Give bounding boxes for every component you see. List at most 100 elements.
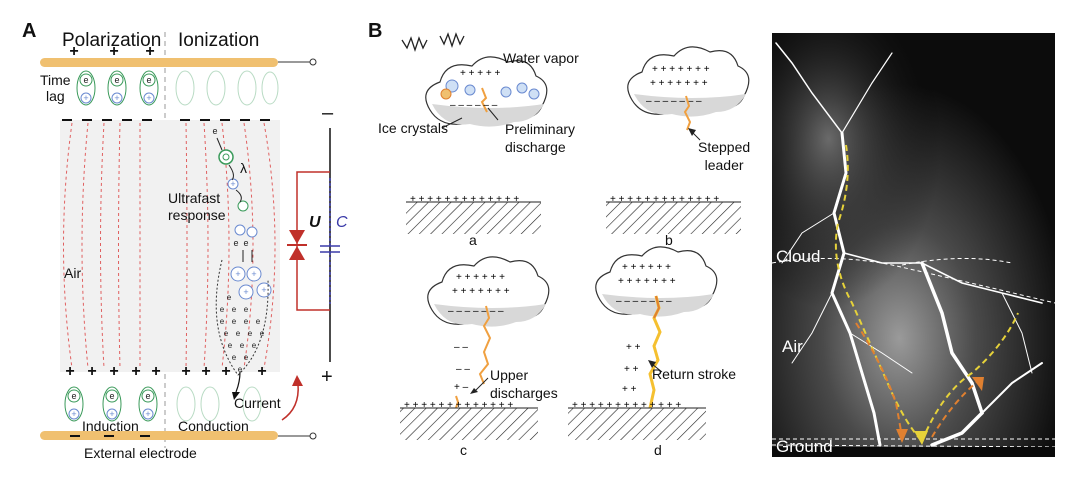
svg-text:+: + [145,43,154,60]
yellow-path [834,144,921,440]
svg-text:+: + [87,363,96,380]
svg-text:+: + [65,363,74,380]
svg-text:+ + + + + + +: + + + + + + + [452,286,510,297]
external-electrode-label: External electrode [84,445,197,461]
svg-text:– – – – – – –: – – – – – – – [448,306,504,317]
avalanche-outline [215,259,269,376]
u-label: U [309,214,321,231]
svg-text:+ + + + + + +: + + + + + + + [650,78,708,89]
bottom-polarized-molecules: e + e + e + [64,386,158,422]
svg-text:+ + + + + + + + + + + + +: + + + + + + + + + + + + + [410,194,519,205]
svg-text:+ + + + + + + + + + + + +: + + + + + + + + + + + + + [572,400,681,411]
svg-text:+ +: + + [626,342,641,353]
cloud-c: + + + + + + + + + + + + + – – – – – – – … [427,256,550,409]
bottom-terminal [309,432,317,440]
svg-text:e: e [228,341,233,350]
svg-text:+ –: + – [454,382,469,393]
orange-path [855,322,903,438]
preliminary-discharge-label: Preliminary discharge [505,121,576,155]
bottom-faded-molecules [176,386,262,422]
subpanel-d-label: d [654,442,662,458]
svg-text:e: e [240,341,245,350]
svg-text:– –: – – [454,342,468,353]
svg-text:e: e [244,317,249,326]
svg-text:+ + + + + + +: + + + + + + + [618,276,676,287]
svg-text:+: + [69,43,78,60]
current-arrow-line [235,371,241,393]
svg-text:+: + [257,363,266,380]
panel-a-letter: A [22,20,37,42]
svg-text:+ + + + + +: + + + + + + [456,272,505,283]
svg-text:+: + [83,93,88,103]
svg-text:– –: – – [456,364,470,375]
top-electrode [40,58,278,67]
diode-upper [289,230,305,244]
conduction-label: Conduction [178,418,249,434]
ground-label: Ground [776,437,833,456]
svg-text:+: + [109,363,118,380]
upper-discharges-label: Upper discharges [490,367,558,401]
circuit-plus-label: + [321,366,333,388]
svg-text:+: + [131,363,140,380]
svg-text:+ + + + + + +: + + + + + + + [652,64,710,75]
cloud-d: + + + + + + + + + + + + + – – – – – – – … [595,246,718,409]
svg-text:– – – – – – –: – – – – – – – [616,296,672,307]
svg-text:e: e [252,341,257,350]
svg-text:e: e [248,329,253,338]
svg-text:e: e [212,126,217,136]
svg-text:e: e [220,317,225,326]
svg-text:+: + [243,287,248,297]
svg-text:e: e [220,305,225,314]
svg-text:e: e [232,317,237,326]
top-faded-molecules [175,70,279,106]
current-curve-arrow [281,383,299,421]
svg-text:+: + [109,409,114,419]
svg-text:e: e [114,75,119,85]
capacitor [320,178,340,304]
water-vapor-label: Water vapor [503,50,579,66]
diode-lower [289,246,305,260]
ground-b: + + + + + + + + + + + + + [606,194,741,234]
panel-b-diagram: + + + + + – – – – – – + + + + + + + + + … [400,32,750,440]
svg-text:+ + + + + + + + + + + + +: + + + + + + + + + + + + + [404,400,513,411]
svg-text:e: e [145,391,150,401]
svg-text:e: e [244,353,249,362]
air-label-a: Air [64,265,82,281]
ground-c: + + + + + + + + + + + + + [400,400,538,440]
svg-text:– – – – – – –: – – – – – – – [646,96,702,107]
ice-crystals-label: Ice crystals [378,120,449,136]
svg-text:e: e [244,305,249,314]
water-vapor-squiggle [401,36,428,53]
svg-text:e: e [233,238,238,248]
svg-text:e: e [224,329,229,338]
svg-text:+: + [251,269,256,279]
svg-text:e: e [256,317,261,326]
svg-text:e: e [238,365,243,374]
svg-text:e: e [243,238,248,248]
svg-text:+ +: + + [624,364,639,375]
current-label: Current [234,395,281,411]
induction-label: Induction [82,418,139,434]
svg-text:+ +: + + [622,384,637,395]
stepped-leader-label: Stepped leader [698,139,751,173]
svg-text:e: e [227,293,232,302]
svg-text:+ + + + + + + + + + + + +: + + + + + + + + + + + + + [610,194,719,205]
svg-text:+: + [151,363,160,380]
bottom-plus-charges: +++ +++ +++ [65,363,266,380]
cloud-boundary [772,257,1055,304]
lightning-photo: Cloud Air Ground [772,33,1055,457]
svg-text:e: e [236,329,241,338]
panel-b-letter: B [368,20,383,42]
svg-text:+: + [261,285,266,295]
circuit-minus-label: – [322,102,334,124]
air-region [60,120,280,372]
subpanel-a-label: a [469,232,477,248]
svg-text:e: e [83,75,88,85]
ground-a: + + + + + + + + + + + + + [406,194,541,234]
ionization-label: Ionization [178,30,260,51]
svg-text:e: e [232,305,237,314]
svg-text:– – – – – –: – – – – – – [450,100,498,111]
panel-a-diagram: + + + e + e + e + [40,32,340,448]
